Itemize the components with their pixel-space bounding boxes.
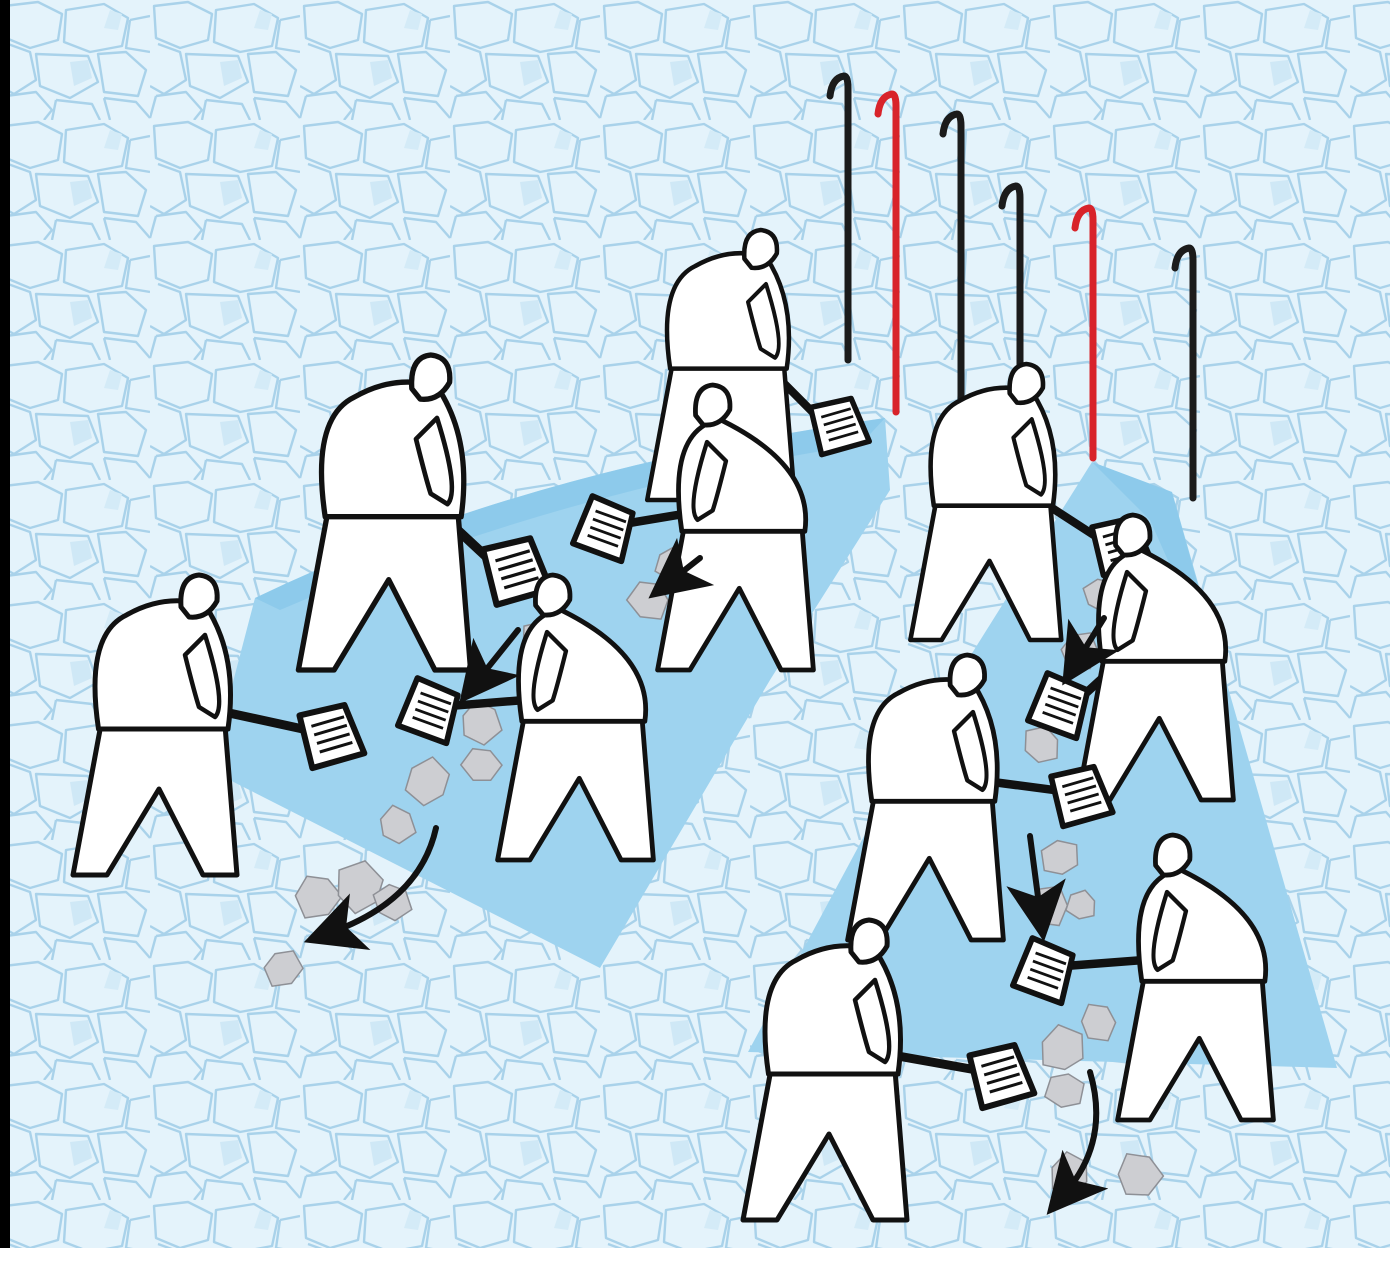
rescuer-head (535, 575, 570, 615)
bottom-border (0, 1248, 1390, 1273)
left-border (0, 0, 10, 1273)
rescuer-head (744, 230, 777, 268)
rescuer-head (181, 575, 217, 617)
rescuer-head (950, 655, 985, 695)
rescuer-head (851, 920, 887, 962)
rescuer-head (1115, 515, 1150, 555)
rescuer-head (1010, 364, 1043, 403)
rescuer-head (695, 385, 730, 425)
rescuer-head (1155, 835, 1190, 875)
rescuer-head (412, 355, 450, 399)
